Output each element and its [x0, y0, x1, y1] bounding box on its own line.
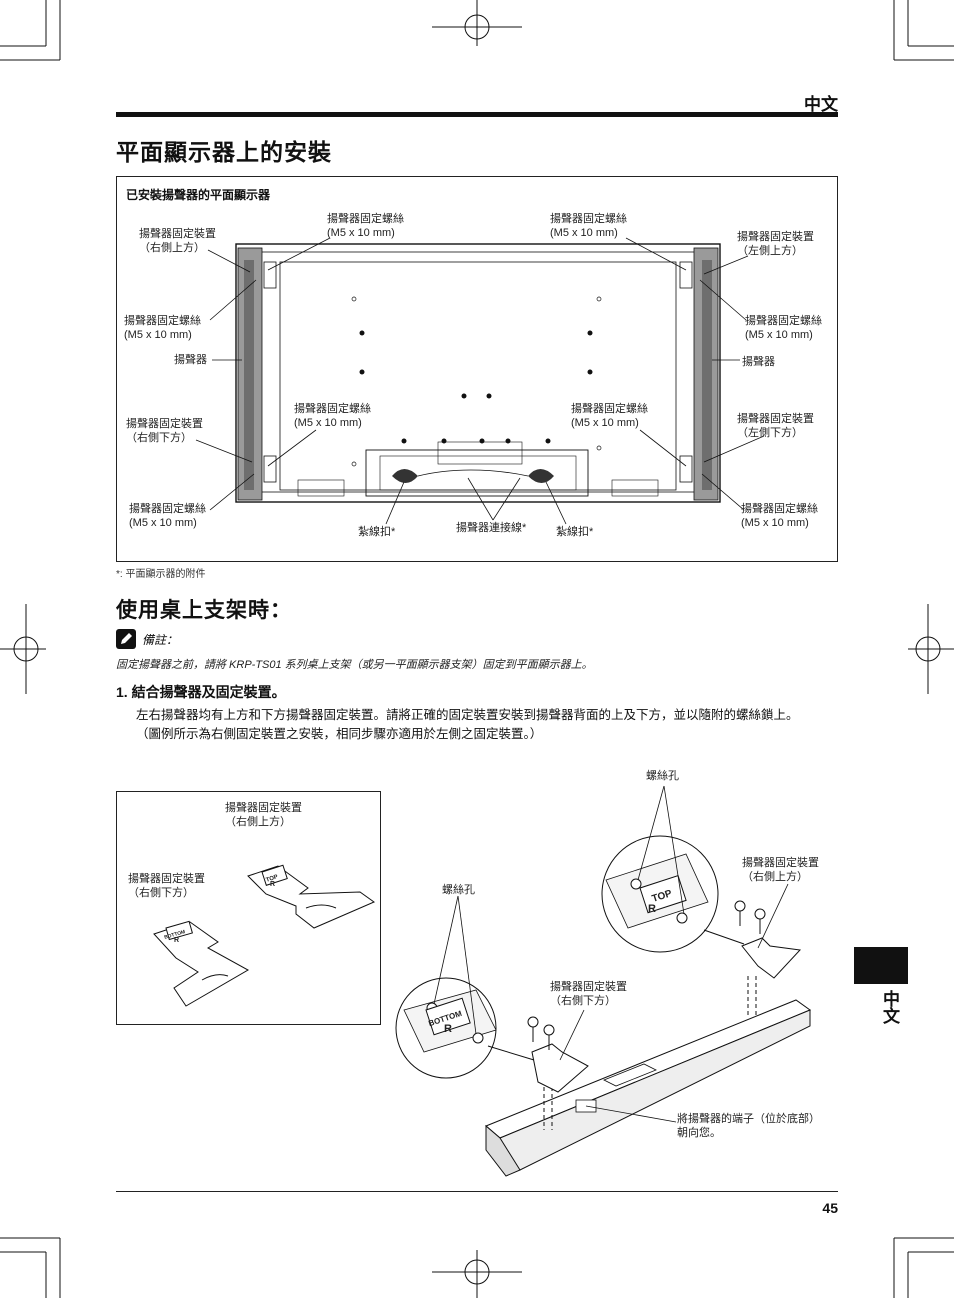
label-left-speaker: 揚聲器 [174, 354, 207, 366]
label-line: （右側上方） [225, 816, 291, 828]
step-paragraph: 左右揚聲器均有上方和下方揚聲器固定裝置。請將正確的固定裝置安裝到揚聲器背面的上及… [136, 707, 799, 722]
step-title: 結合揚聲器及固定裝置。 [131, 684, 286, 700]
stand-label-top-bracket: 揚聲器固定裝置 （右側上方） [742, 856, 819, 884]
label-line: (M5 x 10 mm) [294, 417, 362, 429]
inset-frame [116, 791, 381, 1025]
label-line: (M5 x 10 mm) [741, 517, 809, 529]
label-right-screw-upper: 揚聲器固定螺絲 (M5 x 10 mm) [745, 314, 822, 342]
label-mid-right-screw: 揚聲器固定螺絲 (M5 x 10 mm) [571, 402, 648, 430]
note-text: 固定揚聲器之前，請將 KRP-TS01 系列桌上支架（或另一平面顯示器支架）固定… [116, 659, 593, 671]
note-heading: 備註： [116, 629, 178, 649]
label-line: (M5 x 10 mm) [124, 329, 192, 341]
figure-caption: 已安裝揚聲器的平面顯示器 [126, 188, 271, 202]
label-line: （左側下方） [737, 427, 803, 439]
stand-leader-lines [433, 785, 789, 1123]
label-line: 朝向您。 [677, 1127, 721, 1139]
label-left-bottom-bracket: 揚聲器固定裝置 （右側下方） [126, 417, 203, 445]
label-line: 揚聲器固定螺絲 [124, 315, 201, 327]
label-bottom-right-screw: 揚聲器固定螺絲 (M5 x 10 mm) [741, 502, 818, 530]
inset-label-top-bracket: 揚聲器固定裝置 （右側上方） [225, 801, 302, 829]
label-line: 揚聲器固定裝置 [742, 857, 819, 869]
circle-top-r: R [648, 903, 656, 915]
inset-brackets [153, 864, 376, 1007]
label-line: 揚聲器固定螺絲 [571, 403, 648, 415]
label-top-left-screw: 揚聲器固定螺絲 (M5 x 10 mm) [327, 212, 404, 240]
label-line: 將揚聲器的端子（位於底部） [677, 1113, 820, 1125]
label-line: 揚聲器固定螺絲 [327, 213, 404, 225]
label-line: 揚聲器固定螺絲 [129, 503, 206, 515]
step-paragraph: （圖例所示為右側固定裝置之安裝，相同步驟亦適用於左側之固定裝置。） [136, 726, 543, 741]
label-right-speaker: 揚聲器 [742, 356, 775, 368]
label-line: 揚聲器固定裝置 [550, 981, 627, 993]
stand-illustration [395, 835, 812, 1177]
label-right-bottom-bracket: 揚聲器固定裝置 （左側下方） [737, 412, 814, 440]
label-line: 揚聲器固定裝置 [128, 873, 205, 885]
section-title-install: 平面顯示器上的安裝 [116, 139, 332, 165]
label-line: (M5 x 10 mm) [327, 227, 395, 239]
stand-label-terminal: 將揚聲器的端子（位於底部） 朝向您。 [677, 1112, 820, 1140]
label-line: 揚聲器固定裝置 [225, 802, 302, 814]
label-line: 揚聲器固定裝置 [139, 228, 216, 240]
label-line: (M5 x 10 mm) [745, 329, 813, 341]
label-line: 揚聲器固定螺絲 [741, 503, 818, 515]
language-header: 中文 [804, 95, 838, 114]
label-line: 揚聲器固定裝置 [737, 231, 814, 243]
label-mid-left-screw: 揚聲器固定螺絲 (M5 x 10 mm) [294, 402, 371, 430]
figure-frame [116, 176, 838, 562]
label-cable-tie-left: 紮線扣* [358, 526, 396, 538]
label-speaker-cable: 揚聲器連接線* [456, 522, 527, 534]
label-line: （右側上方） [139, 242, 205, 254]
label-line: （左側上方） [737, 245, 803, 257]
section-title-stand: 使用桌上支架時： [116, 599, 292, 622]
label-line: 揚聲器固定螺絲 [294, 403, 371, 415]
label-top-right-bracket: 揚聲器固定裝置 （左側上方） [737, 230, 814, 258]
step-heading: 1. 結合揚聲器及固定裝置。 [116, 682, 286, 702]
language-side-tab [854, 947, 908, 984]
pencil-icon [116, 629, 136, 649]
label-line: （右側下方） [126, 432, 192, 444]
label-line: (M5 x 10 mm) [571, 417, 639, 429]
label-line: (M5 x 10 mm) [550, 227, 618, 239]
header-rule [116, 112, 838, 117]
label-left-screw-upper: 揚聲器固定螺絲 (M5 x 10 mm) [124, 314, 201, 342]
footer-rule [116, 1191, 838, 1192]
page-number: 45 [822, 1200, 838, 1216]
label-cable-tie-right: 紮線扣* [556, 526, 594, 538]
label-line: 揚聲器固定裝置 [737, 413, 814, 425]
label-line: 揚聲器固定裝置 [126, 418, 203, 430]
label-line: 揚聲器固定螺絲 [745, 315, 822, 327]
label-screw-hole-top: 螺絲孔 [646, 770, 679, 782]
display-rear-diagram [235, 243, 721, 503]
label-bottom-left-screw: 揚聲器固定螺絲 (M5 x 10 mm) [129, 502, 206, 530]
label-line: （右側上方） [742, 871, 808, 883]
circle-bottom-r: R [444, 1023, 452, 1035]
label-top-right-screw: 揚聲器固定螺絲 (M5 x 10 mm) [550, 212, 627, 240]
language-side-tab-text: 中文 [880, 990, 899, 1024]
step-body: 左右揚聲器均有上方和下方揚聲器固定裝置。請將正確的固定裝置安裝到揚聲器背面的上及… [136, 705, 840, 743]
inset-label-bottom-bracket: 揚聲器固定裝置 （右側下方） [128, 872, 205, 900]
inset-plate-r-bottom: R [174, 937, 180, 944]
label-screw-hole-left: 螺絲孔 [442, 884, 475, 896]
label-line: 揚聲器固定螺絲 [550, 213, 627, 225]
figure1-leader-lines [195, 237, 765, 525]
step-number: 1. [116, 684, 128, 700]
label-line: （右側下方） [128, 887, 194, 899]
figure-footnote: *: 平面顯示器的附件 [116, 569, 206, 580]
stand-label-bottom-bracket: 揚聲器固定裝置 （右側下方） [550, 980, 627, 1008]
label-line: (M5 x 10 mm) [129, 517, 197, 529]
label-top-left-bracket: 揚聲器固定裝置 （右側上方） [139, 227, 216, 255]
label-line: （右側下方） [550, 995, 616, 1007]
note-label: 備註： [142, 632, 179, 647]
inset-plate-r-top: R [270, 881, 276, 888]
